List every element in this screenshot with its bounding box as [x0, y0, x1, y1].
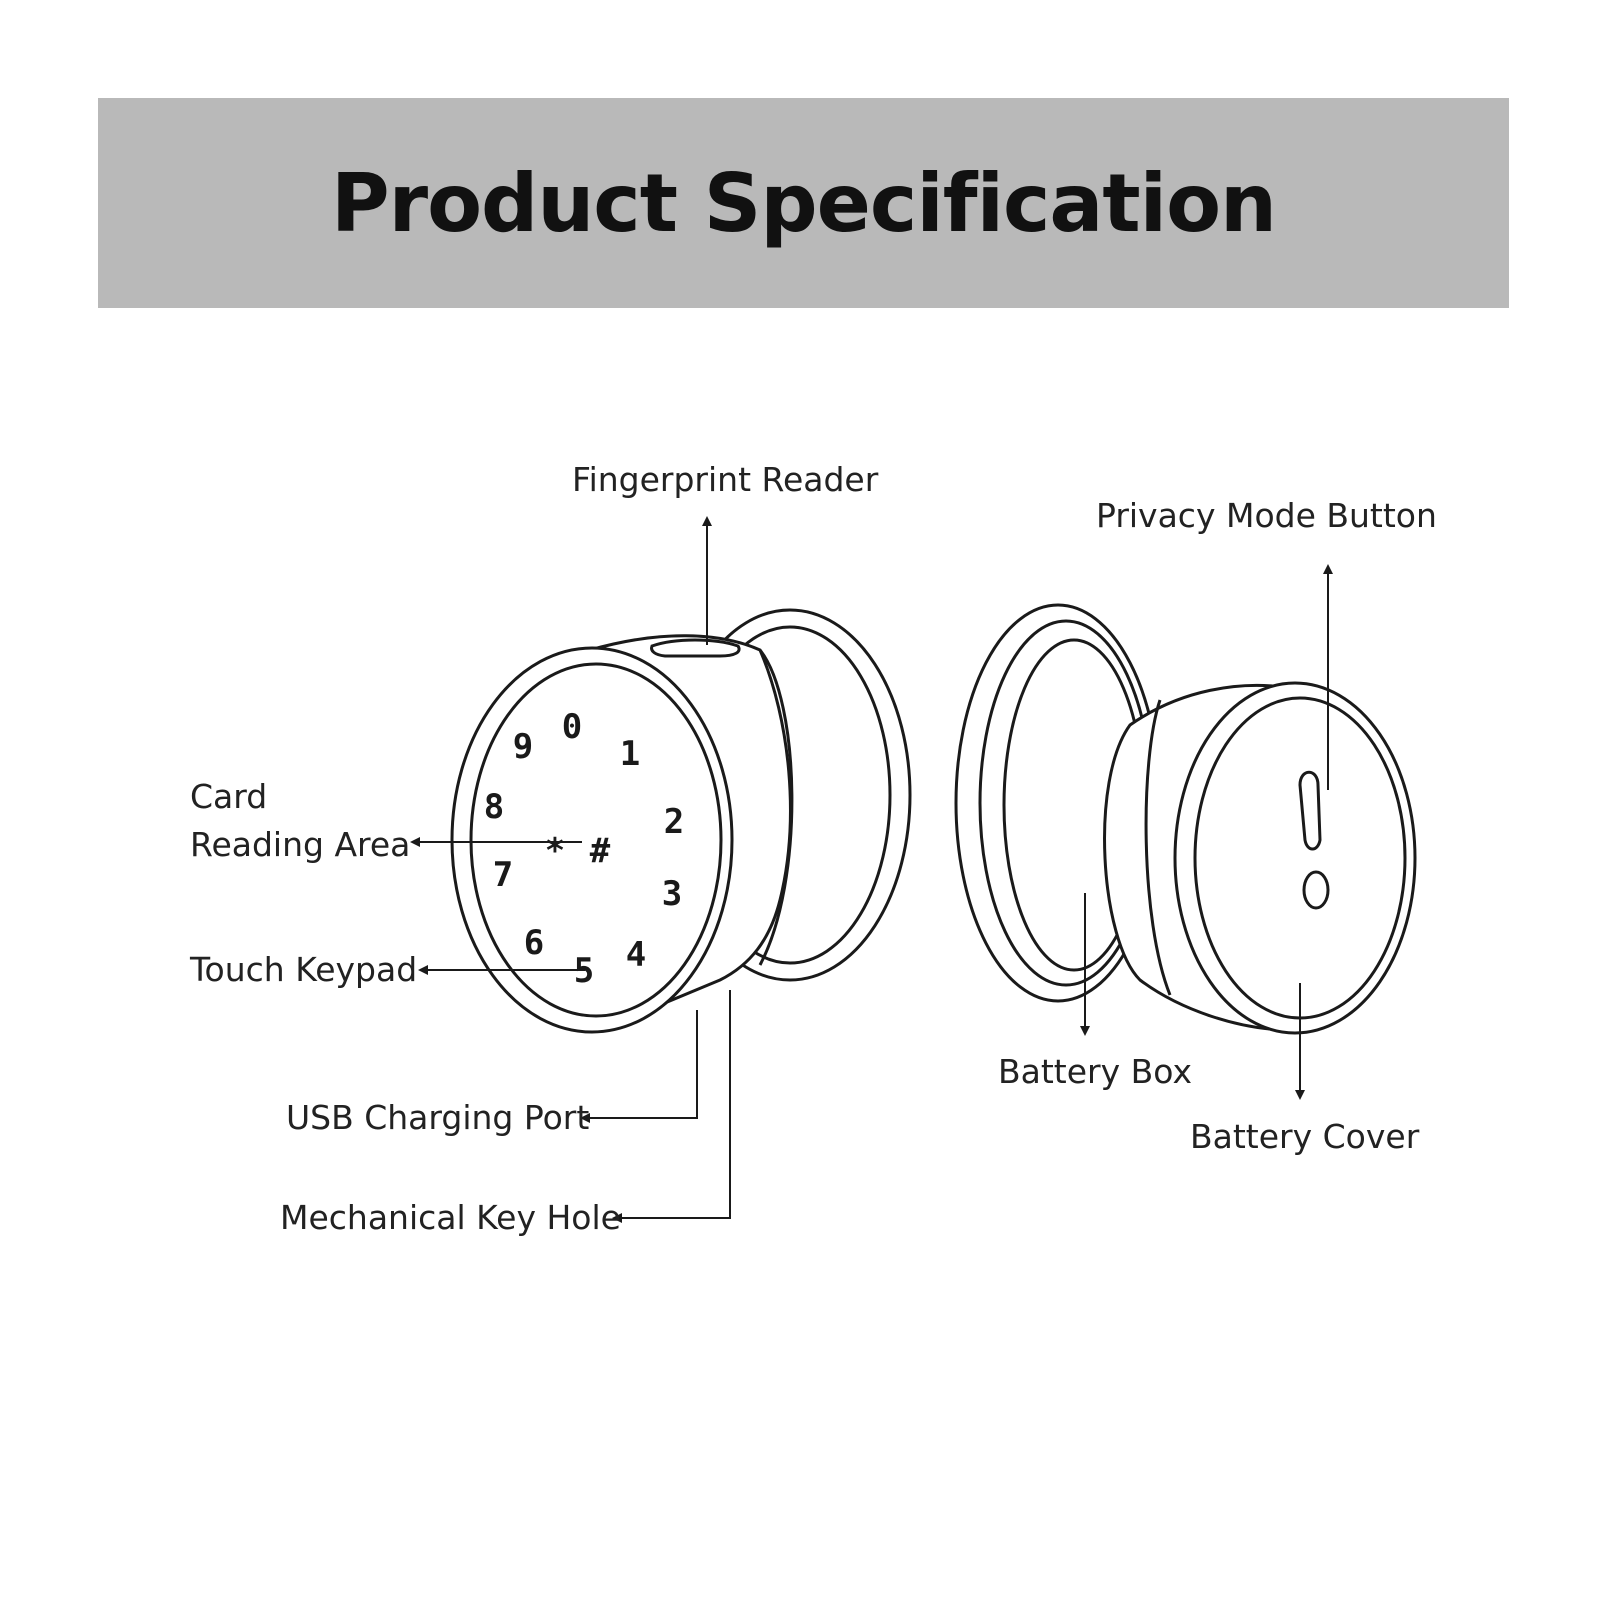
header-banner: Product Specification	[98, 98, 1509, 308]
battery-cover-outer	[1173, 681, 1417, 1035]
mechanical-key-hole-leader	[612, 990, 731, 1223]
key-7[interactable]: 7	[493, 855, 513, 895]
card-reading-area-label-line2: Reading Area	[190, 825, 410, 864]
privacy-mode-button-label: Privacy Mode Button	[1096, 496, 1437, 535]
battery-box-label: Battery Box	[998, 1052, 1192, 1091]
key-3[interactable]: 3	[662, 874, 682, 914]
usb-charging-port-label: USB Charging Port	[286, 1098, 589, 1137]
key-2[interactable]: 2	[664, 802, 684, 842]
key-0[interactable]: 0	[562, 707, 582, 747]
keypad-face-inner	[469, 662, 723, 1018]
fingerprint-reader-label: Fingerprint Reader	[572, 460, 879, 499]
fingerprint-reader-slot	[650, 638, 741, 658]
key-8[interactable]: 8	[484, 787, 504, 827]
touch-keypad-label: Touch Keypad	[189, 950, 417, 989]
back-indicator-hole	[1302, 870, 1330, 910]
key-4[interactable]: 4	[626, 935, 646, 975]
front-body-back-edge	[758, 649, 794, 966]
card-reading-area-label-line1: Card	[190, 777, 267, 816]
front-lock-illustration	[450, 608, 912, 1034]
key-6[interactable]: 6	[524, 923, 544, 963]
privacy-mode-button-slot[interactable]	[1298, 770, 1322, 851]
back-body-side	[1144, 699, 1172, 996]
usb-charging-port-leader	[580, 1010, 698, 1123]
callout-lines	[410, 516, 1333, 1223]
back-lock-illustration	[954, 603, 1417, 1035]
page-title: Product Specification	[331, 156, 1277, 250]
key-hash[interactable]: #	[590, 831, 611, 871]
key-1[interactable]: 1	[620, 734, 640, 774]
key-9[interactable]: 9	[513, 727, 533, 767]
mechanical-key-hole-label: Mechanical Key Hole	[280, 1198, 621, 1237]
key-star[interactable]: *	[545, 831, 565, 871]
battery-cover-label: Battery Cover	[1190, 1117, 1420, 1156]
keypad-face-outer	[450, 646, 734, 1034]
touch-keypad: 0 1 2 3 4 5 6 7 8 9 * #	[484, 707, 684, 991]
